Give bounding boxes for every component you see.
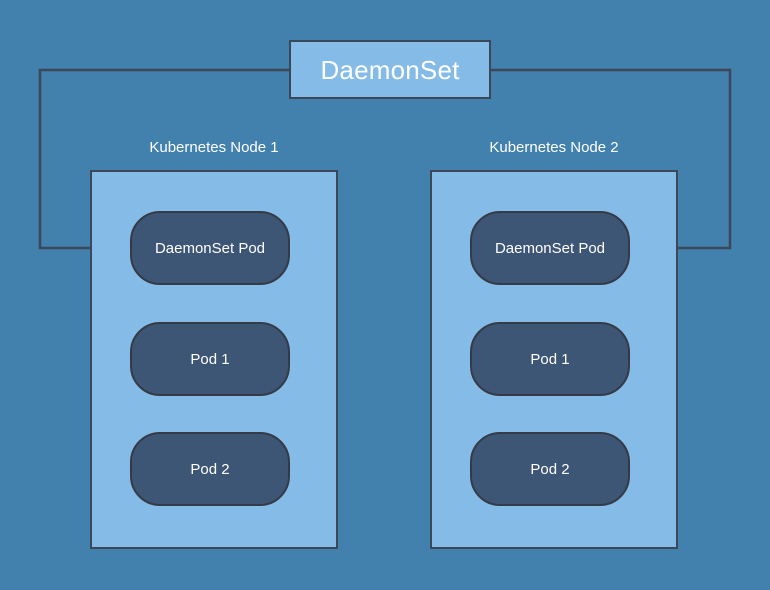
pod-node2-pod2[interactable]: Pod 2 xyxy=(470,432,630,506)
pod-node1-pod2[interactable]: Pod 2 xyxy=(130,432,290,506)
pod-label: DaemonSet Pod xyxy=(494,239,606,257)
connector-daemonset-to-node2 xyxy=(489,68,732,250)
pod-label: Pod 1 xyxy=(190,350,230,368)
pod-node1-pod1[interactable]: Pod 1 xyxy=(130,322,290,396)
pod-label: Pod 2 xyxy=(190,460,230,478)
connector-daemonset-to-node1 xyxy=(38,68,291,250)
pod-label: Pod 1 xyxy=(530,350,570,368)
pod-node1-daemonset[interactable]: DaemonSet Pod xyxy=(130,211,290,285)
node-title-1: Kubernetes Node 1 xyxy=(149,139,279,156)
node-title-2: Kubernetes Node 2 xyxy=(489,139,619,156)
pod-label: Pod 2 xyxy=(530,460,570,478)
pod-label: DaemonSet Pod xyxy=(154,239,266,257)
daemonset-label: DaemonSet xyxy=(320,54,460,85)
pod-node2-pod1[interactable]: Pod 1 xyxy=(470,322,630,396)
pod-node2-daemonset[interactable]: DaemonSet Pod xyxy=(470,211,630,285)
daemonset-box[interactable]: DaemonSet xyxy=(289,40,491,99)
